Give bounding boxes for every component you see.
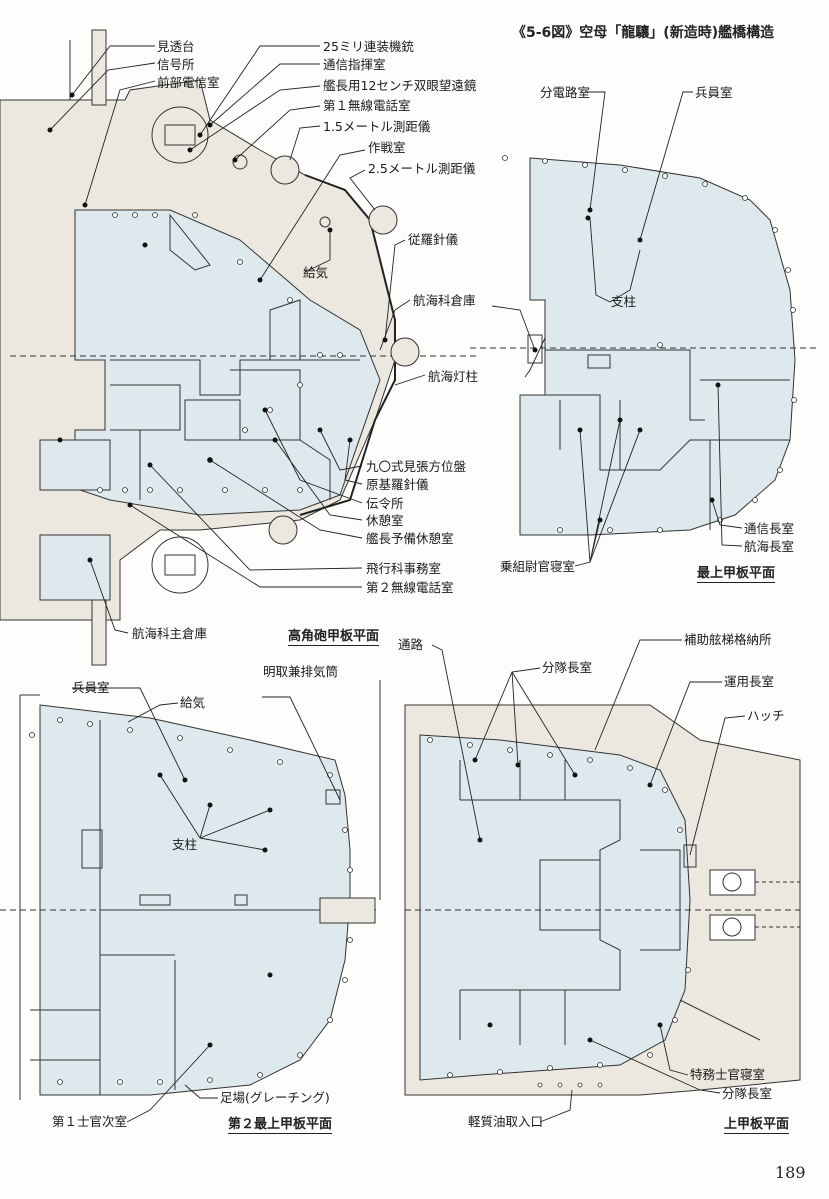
label-tokumu-shikan: 特務士官寝室: [690, 1067, 766, 1082]
label-shingosho: 信号所: [157, 57, 195, 72]
label-akaritori-haikito: 明取兼排気筒: [263, 664, 339, 679]
label-shikan-jishitsu: 第１士官次室: [52, 1114, 128, 1129]
label-tsushincho-shitsu: 通信長室: [744, 521, 795, 536]
label-kokaicho-shitsu: 航海長室: [744, 539, 795, 554]
label-bundenroshitsu: 分電路室: [540, 85, 591, 100]
label-radio-room-2: 第２無線電話室: [366, 580, 454, 595]
label-binoculars: 艦長用12センチ双眼望遠鏡: [323, 78, 477, 93]
label-kokaika-shusoko: 航海科主倉庫: [132, 626, 208, 641]
label-heiinshitsu-top: 兵員室: [695, 85, 733, 100]
label-shichu-bl: 支柱: [172, 837, 198, 852]
label-shichu-top: 支柱: [611, 294, 637, 309]
label-kyukeishitsu: 休憩室: [366, 513, 404, 528]
caption-high-angle-gun-deck: 高角砲甲板平面: [288, 625, 380, 646]
label-type90-director: 九〇式見張方位盤: [366, 459, 467, 474]
label-kokaito-chu: 航海灯柱: [428, 369, 479, 384]
plan-upper-deck: [404, 639, 801, 1123]
label-kokaika-soko: 航海科倉庫: [413, 293, 476, 308]
label-kyuki-bl: 給気: [180, 695, 206, 710]
label-heiinshitsu-bl: 兵員室: [72, 680, 110, 695]
label-zenbu-denshinshitsu: 前部電信室: [157, 75, 220, 90]
label-hatch: ハッチ: [747, 708, 785, 723]
label-ikan-shinshitsu: 乗組尉官寝室: [500, 559, 576, 574]
label-rangefinder-1-5: 1.5メートル測距儀: [323, 119, 431, 134]
figure-title: 《5-6図》空母「龍驤」(新造時)艦橋構造: [512, 25, 775, 41]
label-captain-rest: 艦長予備休憩室: [366, 531, 454, 546]
label-tsushin-shikishitsu: 通信指揮室: [323, 57, 386, 72]
caption-second-uppermost-deck: 第２最上甲板平面: [228, 1113, 333, 1134]
label-denreisho: 伝令所: [366, 496, 404, 511]
label-gentei-rashingi: 原基羅針儀: [366, 477, 429, 492]
label-25mm-gun: 25ミリ連装機銃: [323, 39, 414, 54]
label-hikoka-jimushitsu: 飛行科事務室: [366, 561, 442, 576]
label-hojo-gentei: 補助舷梯格納所: [684, 632, 772, 647]
plan-second-uppermost-deck: [0, 680, 381, 1123]
label-kyuki-top: 給気: [303, 265, 329, 280]
label-keishitsuyu: 軽質油取入口: [468, 1114, 544, 1129]
caption-uppermost-deck: 最上甲板平面: [697, 562, 776, 583]
label-unyocho-shitsu: 運用長室: [724, 674, 775, 689]
label-rangefinder-2-5: 2.5メートル測距儀: [368, 161, 476, 176]
label-ashiba: 足場(グレーチング): [220, 1090, 330, 1105]
label-mitoshidai: 見透台: [157, 39, 195, 54]
caption-upper-deck: 上甲板平面: [724, 1113, 790, 1134]
label-radio-room-1: 第１無線電話室: [323, 98, 411, 113]
label-buntaicho-shitsu-bottom: 分隊長室: [722, 1086, 773, 1101]
label-sakusenshitsu: 作戦室: [368, 140, 406, 155]
label-buntaicho-shitsu-top: 分隊長室: [542, 660, 593, 675]
page-number: 189: [775, 1163, 806, 1182]
label-jurashingi: 従羅針儀: [408, 232, 459, 247]
plan-uppermost-deck: [470, 91, 820, 567]
label-tsuro: 通路: [398, 637, 424, 652]
plan-high-angle-gun-deck: [0, 29, 480, 666]
